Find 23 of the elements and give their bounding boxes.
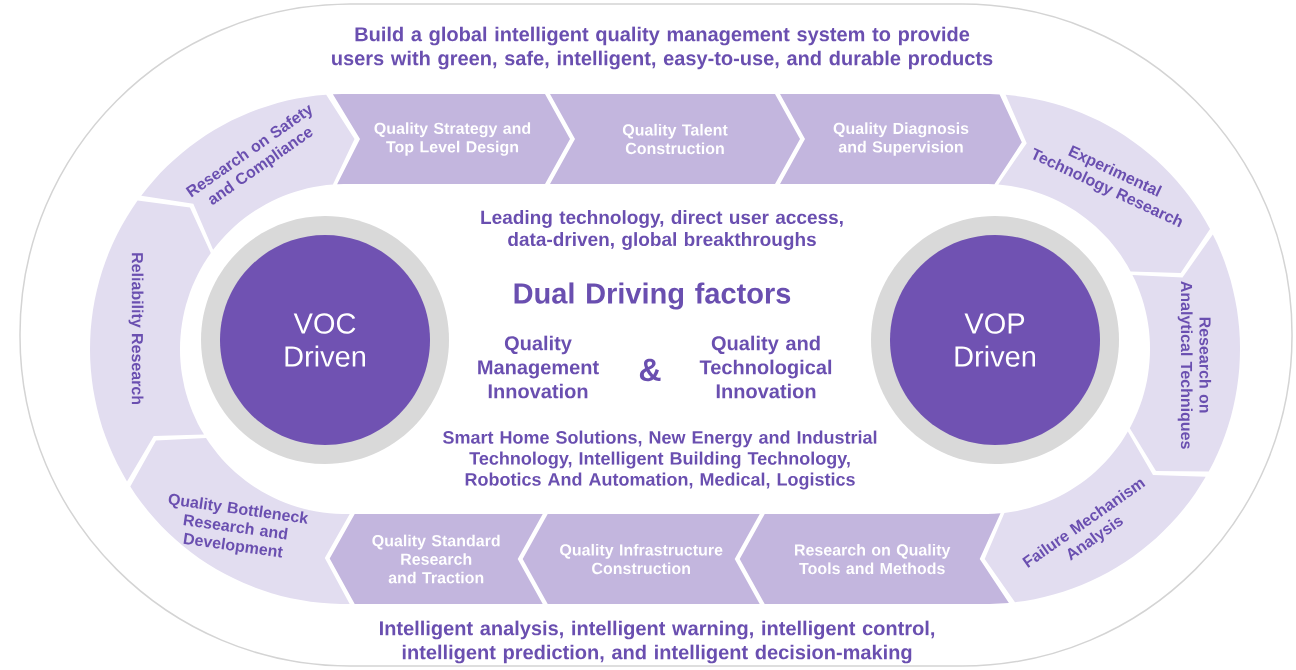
node-label: Quality Diagnosis and Supervision xyxy=(833,122,969,156)
arrow-segment: Research on Quality Tools and Methods xyxy=(739,513,1009,604)
footer-text: Intelligent analysis, intelligent warning, intelligent control, intelligent prediction, and intelligent decision-making xyxy=(380,620,935,664)
arrow-segment: Research on Analytical Techniques xyxy=(1129,234,1240,472)
arrow-segment: Quality Diagnosis and Supervision xyxy=(780,94,1022,185)
node-label: Quality Strategy and Top Level Design xyxy=(374,122,531,156)
node-label: Quality Talent Construction xyxy=(622,123,728,155)
node-label: Quality Standard Research and Traction xyxy=(372,534,500,584)
arrow-segment: Quality Bottleneck Research and Development xyxy=(130,438,350,604)
pillar-text: Quality and Technological Innovation xyxy=(699,335,832,399)
arrow-segment: Quality Strategy and Top Level Design xyxy=(332,94,570,185)
arrow-segment: Quality Infrastructure Construction xyxy=(522,514,760,604)
pillar-text: Quality Management Innovation xyxy=(478,335,599,399)
tagline: Leading technology, direct user access, data-driven, global breakthroughs xyxy=(481,210,843,250)
node-label: Quality Infrastructure Construction xyxy=(560,543,723,575)
heading: Dual Driving factors xyxy=(514,282,791,310)
title: Build a global intelligent quality management system to provide users with green, safe, intelligent, easy-to-use, and durable products xyxy=(332,26,993,70)
node-label: Research on Quality Tools and Methods xyxy=(795,543,951,575)
arrow-segment: Quality Standard Research and Traction xyxy=(329,514,543,604)
arrow-segment: Quality Talent Construction xyxy=(550,94,800,184)
arrow-segment: Reliability Research xyxy=(90,200,211,482)
ampersand: & xyxy=(639,358,661,382)
node-label: Reliability Research xyxy=(128,253,144,405)
